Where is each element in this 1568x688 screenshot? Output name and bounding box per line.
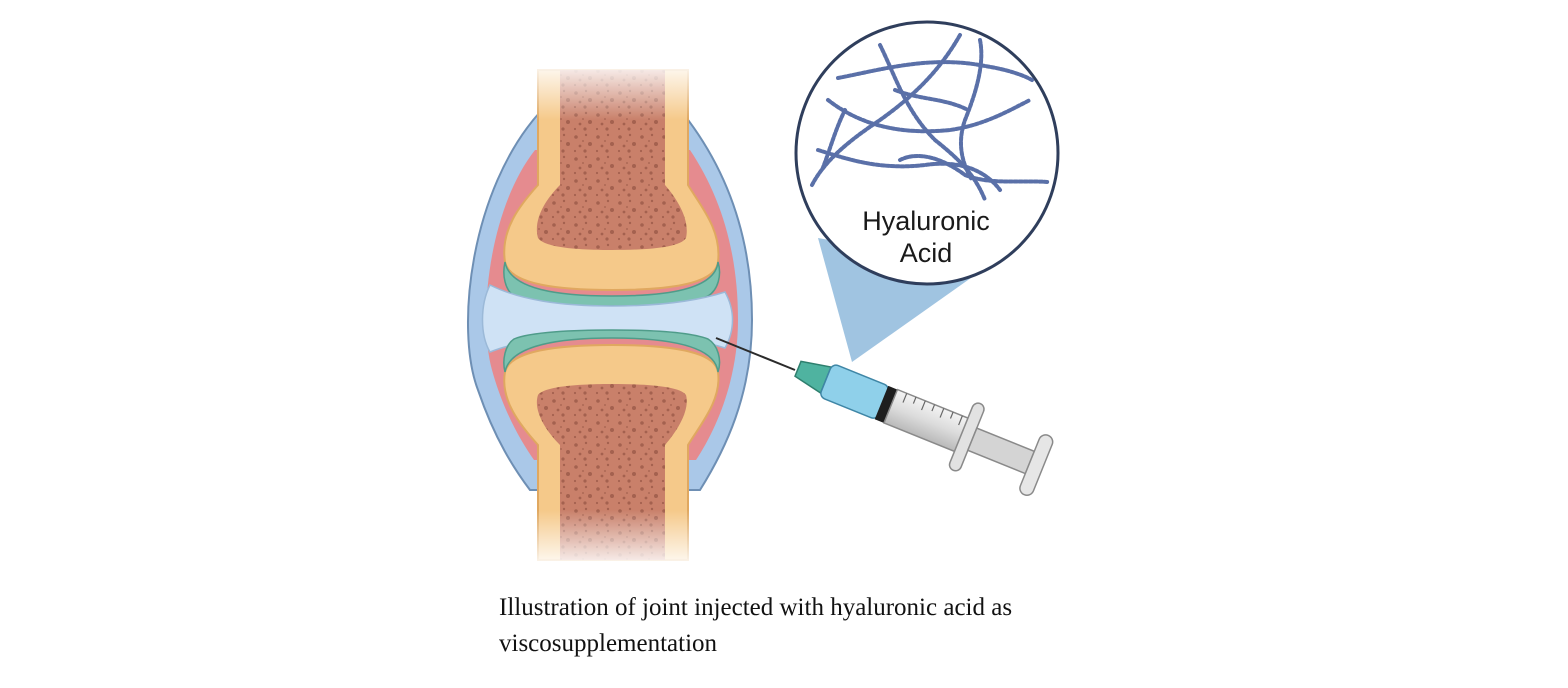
knee-joint: [466, 60, 754, 570]
fiber-9: [893, 88, 970, 112]
fiber-2: [810, 33, 962, 187]
fiber-6: [898, 154, 1050, 184]
plunger-seal: [874, 385, 898, 423]
fiber-8: [820, 108, 847, 172]
hyaluronic-fibers: [810, 33, 1050, 202]
magnifier-label-line2: Acid: [900, 238, 953, 268]
top-fade: [520, 60, 710, 120]
plunger-rod: [966, 427, 1036, 475]
caption-line-2: viscosupplementation: [499, 630, 718, 657]
syringe: [715, 337, 1054, 496]
magnifier-circle: [794, 20, 1060, 286]
fiber-7: [959, 38, 984, 182]
barrel-graduations: [902, 393, 963, 426]
needle: [715, 337, 796, 371]
hyaluronic-acid-magnifier: Hyaluronic Acid: [794, 20, 1060, 286]
fiber-1: [836, 60, 1034, 82]
figure-caption: Illustration of joint injected with hyal…: [499, 590, 1139, 662]
fiber-3: [826, 98, 1032, 134]
bottom-fade: [520, 510, 710, 570]
caption-line-1: Illustration of joint injected with hyal…: [499, 594, 1013, 621]
tibia-cartilage: [503, 329, 721, 373]
syringe-barrel: [883, 388, 971, 454]
magnifier-label-line1: Hyaluronic: [862, 206, 990, 236]
plunger-thumb-rest: [1019, 434, 1054, 496]
fiber-5: [816, 148, 1002, 192]
